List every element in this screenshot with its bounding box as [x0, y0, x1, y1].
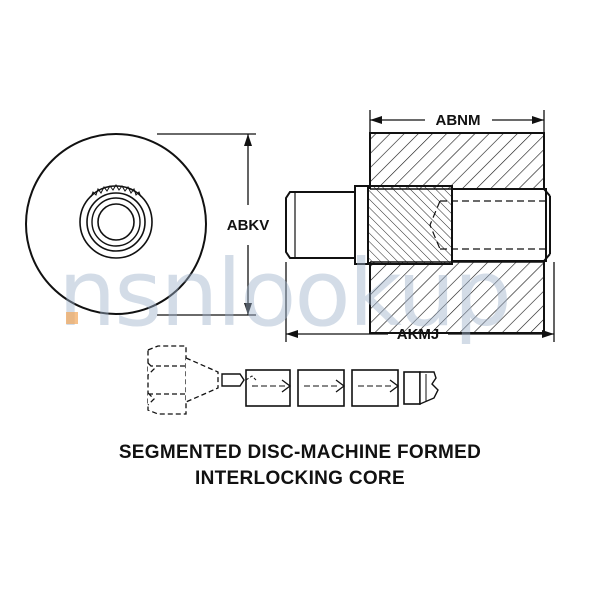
overall-dimension [285, 262, 555, 342]
segment-3 [351, 369, 399, 407]
bore [97, 203, 135, 241]
diameter-dimension [157, 133, 256, 316]
length-dimension [369, 110, 545, 132]
length-label: ABNM [436, 112, 481, 129]
segment-2 [297, 369, 345, 407]
end-segment [403, 371, 421, 405]
segment-1 [245, 369, 291, 407]
pin [221, 373, 245, 387]
caption-line-2: INTERLOCKING CORE [195, 468, 405, 489]
front-view [25, 133, 207, 315]
watermark: nsnlookup [58, 240, 512, 347]
end-cap [419, 371, 439, 406]
knurl-teeth [90, 184, 142, 198]
knurled-ring [79, 185, 153, 259]
outer-disc [25, 133, 207, 315]
caption: SEGMENTED DISC-MACHINE FORMED INTERLOCKI… [0, 440, 600, 492]
watermark-accent [66, 312, 78, 324]
hex-head [147, 345, 187, 415]
inner-ring-1 [86, 192, 146, 252]
watermark-text: nsnlookup [58, 240, 510, 347]
exploded-segments [147, 345, 439, 415]
caption-line-1: SEGMENTED DISC-MACHINE FORMED [118, 442, 482, 463]
side-view [285, 132, 551, 334]
knurled-body [367, 185, 453, 265]
inner-ring-2 [91, 197, 141, 247]
diameter-label: ABKV [227, 217, 270, 234]
overall-label: AKMJ [397, 326, 440, 343]
